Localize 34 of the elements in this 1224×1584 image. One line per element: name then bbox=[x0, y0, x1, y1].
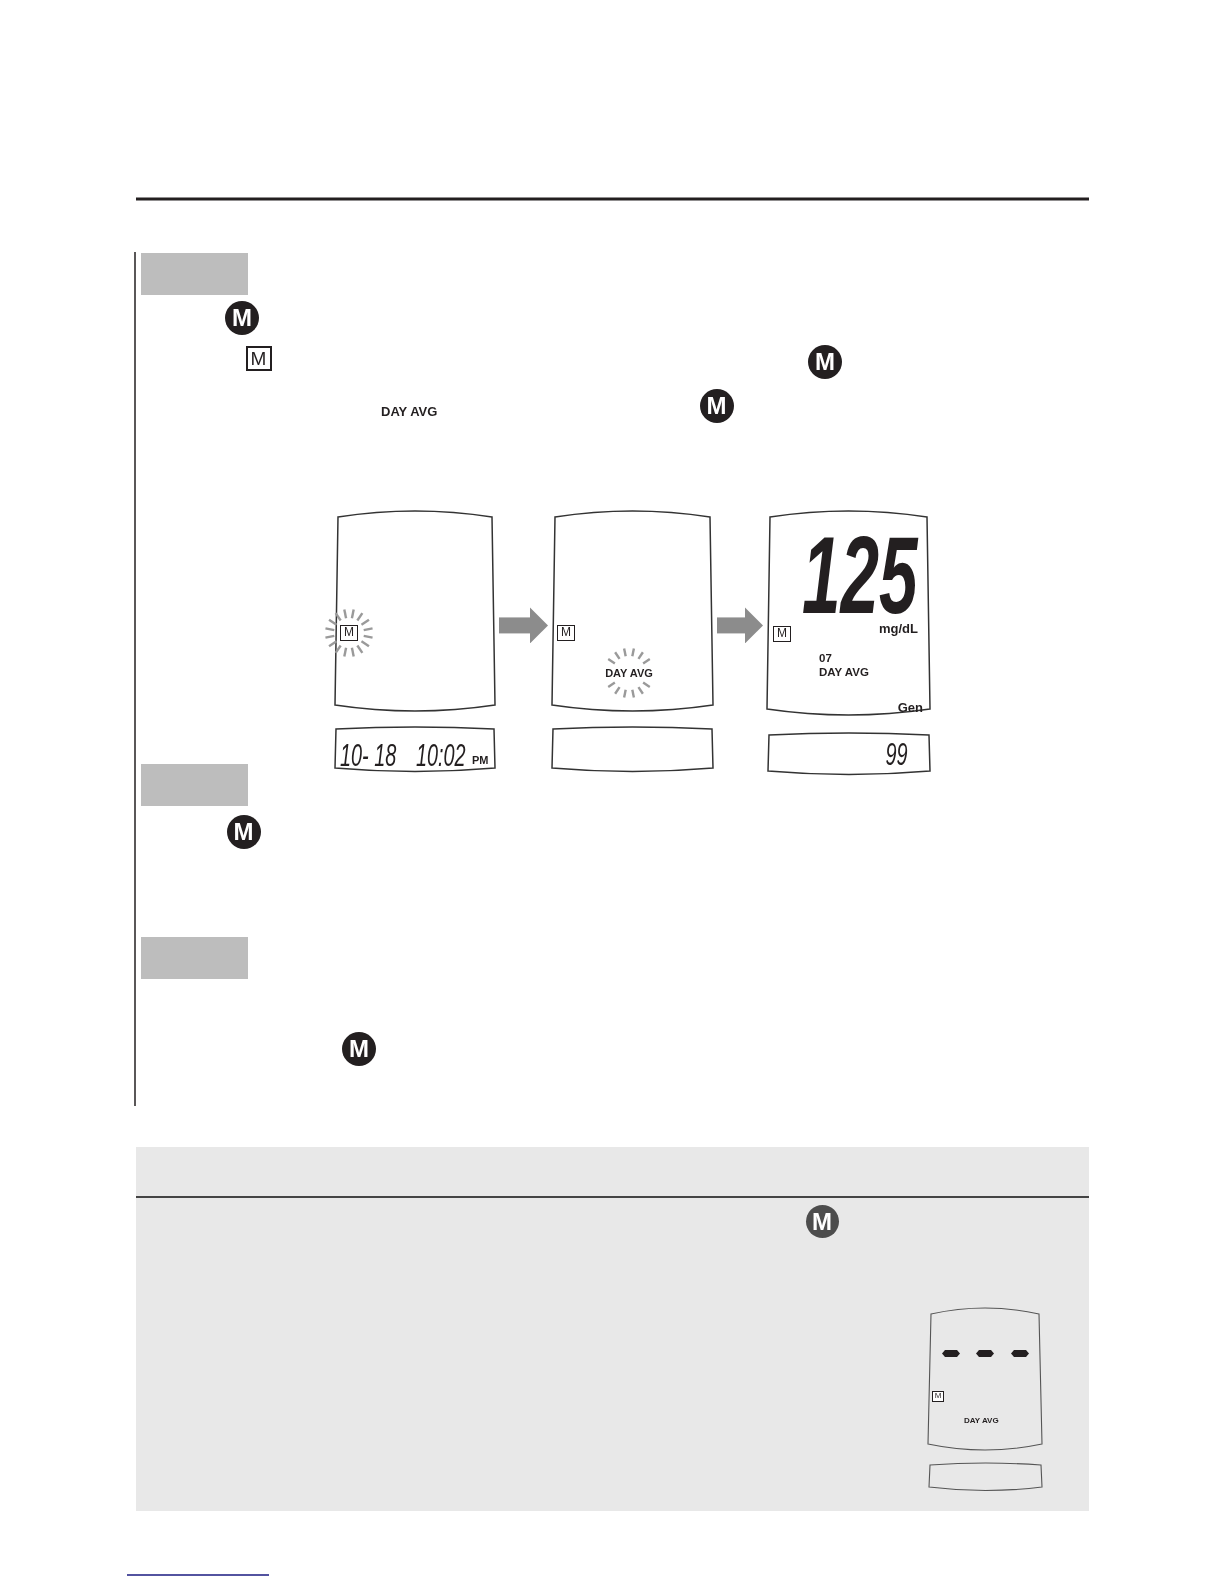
m-key-symbol: M bbox=[342, 1032, 376, 1066]
day-average-indicator: DAY AVG bbox=[964, 1417, 999, 1425]
memory-symbol: M bbox=[245, 345, 272, 371]
lcd-main-display bbox=[927, 1305, 1043, 1453]
glucose-reading: 125 bbox=[802, 531, 918, 619]
step-heading-block bbox=[141, 764, 248, 806]
lcd-lower-display bbox=[551, 724, 714, 774]
pm-indicator: PM bbox=[472, 754, 489, 766]
arrow bbox=[499, 607, 548, 644]
time-display: 10:02 bbox=[416, 742, 466, 769]
m-key-symbol: M bbox=[699, 389, 734, 423]
arrow bbox=[717, 607, 763, 644]
lower-reading: 99 bbox=[885, 741, 908, 768]
lcd-lower-display bbox=[928, 1460, 1043, 1493]
memory-symbol: M bbox=[773, 626, 791, 642]
step-heading-block bbox=[141, 937, 248, 979]
lcd-main-display bbox=[551, 508, 714, 714]
day-count: 07 bbox=[819, 653, 832, 665]
day-average-indicator: DAY AVG bbox=[819, 667, 869, 679]
memory-symbol: M bbox=[932, 1390, 944, 1402]
unit-label: mg/dL bbox=[879, 621, 918, 635]
lcd-lower-display bbox=[334, 724, 496, 774]
memory-symbol: M bbox=[557, 625, 575, 641]
code-indicator: Gen bbox=[897, 700, 923, 714]
memory-symbol: M bbox=[340, 625, 358, 641]
lcd-lower-display bbox=[767, 730, 931, 777]
lcd-main-display bbox=[766, 508, 931, 718]
m-key-symbol: M bbox=[225, 300, 259, 335]
step-heading-block bbox=[141, 253, 248, 295]
day-average-indicator: DAY AVG bbox=[605, 667, 653, 679]
m-key-symbol: M bbox=[226, 815, 261, 849]
m-key-symbol: M bbox=[808, 344, 842, 379]
instruction-keyword: DAY AVG bbox=[381, 404, 438, 418]
date-display: 10- 18 bbox=[340, 742, 397, 769]
